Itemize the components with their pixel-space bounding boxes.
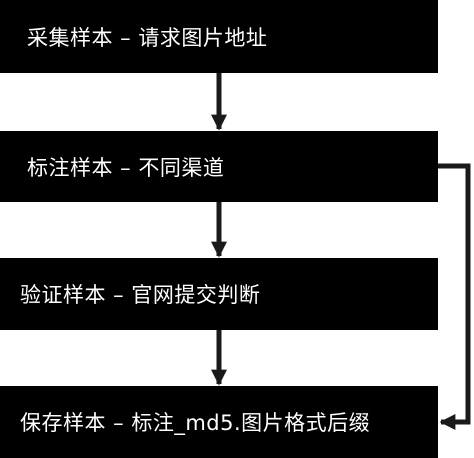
step-label: 采集样本 – 请求图片地址: [27, 25, 268, 50]
step-label: 标注样本 – 不同渠道: [27, 155, 225, 180]
step-label: 验证样本 – 官网提交判断: [20, 283, 261, 307]
step-collect-samples: 采集样本 – 请求图片地址: [0, 0, 438, 73]
arrow-step2-to-step4-bypass: [438, 163, 471, 431]
step-save-samples: 保存样本 – 标注_md5.图片格式后缀: [0, 386, 438, 458]
step-label-samples: 标注样本 – 不同渠道: [0, 131, 438, 202]
step-label: 保存样本 – 标注_md5.图片格式后缀: [20, 411, 371, 435]
step-verify-samples: 验证样本 – 官网提交判断: [0, 258, 438, 330]
